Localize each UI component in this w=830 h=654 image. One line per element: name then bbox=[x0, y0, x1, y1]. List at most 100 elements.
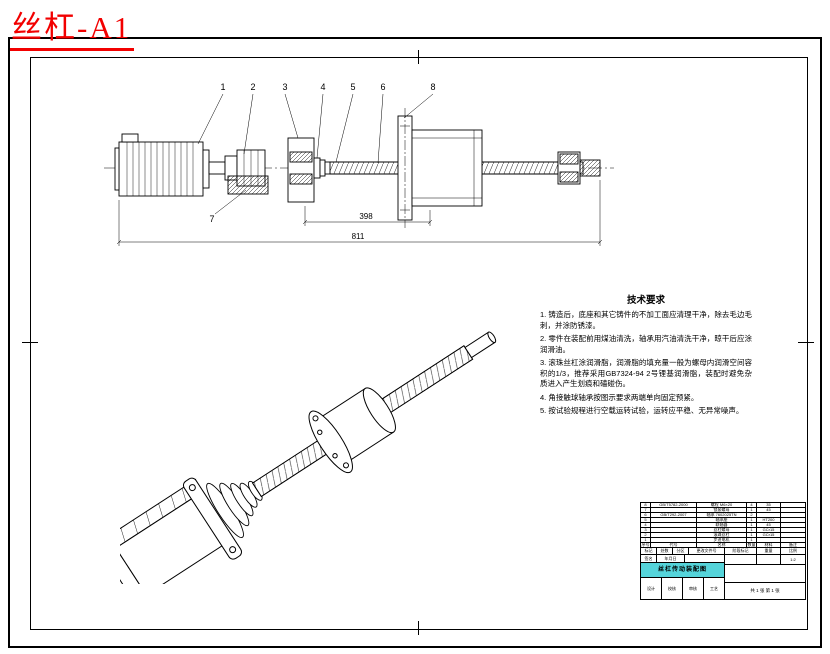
part-seq: 6 bbox=[641, 513, 651, 517]
isometric-assembly-view bbox=[120, 331, 497, 584]
revision-label: 处数 bbox=[657, 547, 673, 554]
callout-numbers: 1 2 3 4 5 6 8 7 bbox=[209, 82, 435, 224]
callout-number: 5 bbox=[350, 82, 355, 92]
part-material: GCr15 bbox=[757, 528, 781, 532]
part-material: 45 bbox=[757, 508, 781, 512]
part-material: 45 bbox=[757, 523, 781, 527]
part-name: 步进电机 bbox=[697, 538, 747, 542]
part-code bbox=[651, 523, 697, 527]
unit-row bbox=[725, 565, 805, 583]
centering-mark-top bbox=[418, 50, 419, 64]
callout-number: 7 bbox=[209, 214, 214, 224]
part-code: GB/T5782-2000 bbox=[651, 503, 697, 507]
scale-value-row: 1:2 bbox=[725, 555, 805, 565]
blank-cell bbox=[757, 555, 781, 564]
drawing-title-row: 丝杠传动装配图 bbox=[641, 563, 724, 578]
signature-row: 设计 校核 审核 工艺 bbox=[641, 578, 724, 599]
part-seq: 3 bbox=[641, 528, 651, 532]
part-remark bbox=[781, 533, 805, 537]
revision-label: 分区 bbox=[673, 547, 689, 554]
tech-requirement-item: 4. 角接触球轴承按图示要求两端单向固定预紧。 bbox=[540, 392, 699, 402]
revision-label: 标记 bbox=[641, 547, 657, 554]
callout-number: 6 bbox=[380, 82, 385, 92]
part-remark bbox=[781, 538, 805, 542]
technical-requirements: 技术要求 1. 铸造后，底座和其它铸件的不加工面应清理干净，除去毛边毛刺，并涂防… bbox=[540, 294, 752, 420]
part-remark bbox=[781, 528, 805, 532]
drawing-title: 丝杠传动装配图 bbox=[641, 563, 724, 577]
centering-mark-right bbox=[798, 342, 814, 343]
part-code bbox=[651, 528, 697, 532]
part-code bbox=[651, 533, 697, 537]
part-qty: 2 bbox=[747, 513, 757, 517]
revision-row: 标记 处数 分区 更改文件号 bbox=[641, 547, 724, 555]
parts-header: 数量 bbox=[747, 543, 757, 547]
end-support-2d bbox=[557, 151, 601, 185]
part-material bbox=[757, 513, 781, 517]
part-qty: 1 bbox=[747, 523, 757, 527]
part-qty: 4 bbox=[747, 503, 757, 507]
dimension-value: 811 bbox=[352, 232, 365, 241]
part-code bbox=[651, 518, 697, 522]
title-block-left: 标记 处数 分区 更改文件号 签名 年月日 丝杠传动装配图 设计 校核 审核 bbox=[641, 547, 725, 599]
date-label: 年月日 bbox=[657, 555, 685, 562]
tech-requirement-item: 1. 铸造后，底座和其它铸件的不加工面应清理干净，除去毛边毛刺，并涂防锈漆。 bbox=[540, 310, 752, 330]
part-code bbox=[651, 538, 697, 542]
weight-label: 重量 bbox=[757, 547, 781, 554]
shaft-tip-3d bbox=[464, 331, 497, 359]
callout-leaders bbox=[197, 93, 434, 215]
blank-cell bbox=[685, 555, 724, 562]
callout-number: 2 bbox=[250, 82, 255, 92]
parts-header: 材料 bbox=[757, 543, 781, 547]
main-assembly-view-2d: 398 811 1 2 3 4 5 6 8 7 bbox=[104, 82, 614, 246]
part-remark bbox=[781, 523, 805, 527]
unit-name-cell bbox=[725, 565, 805, 582]
callout-number: 3 bbox=[282, 82, 287, 92]
part-code bbox=[651, 508, 697, 512]
parts-header: 代号 bbox=[651, 543, 697, 547]
bearing-stack-3d bbox=[206, 480, 263, 539]
tech-requirement-item: 3. 滚珠丝杠涂润滑脂，润滑脂的填充量一般为螺母内润滑空间容积的1/3，推荐采用… bbox=[540, 358, 752, 389]
part-remark bbox=[781, 518, 805, 522]
signature-label: 设计 bbox=[641, 578, 662, 599]
bearing-housing-2d bbox=[287, 137, 326, 203]
blank-cell bbox=[725, 555, 757, 564]
callout-number: 8 bbox=[430, 82, 435, 92]
part-qty: 1 bbox=[747, 528, 757, 532]
part-seq: 7 bbox=[641, 508, 651, 512]
part-qty: 1 bbox=[747, 538, 757, 542]
part-material: HT200 bbox=[757, 518, 781, 522]
part-material bbox=[757, 538, 781, 542]
dimension-lines bbox=[116, 180, 603, 246]
part-material: 35 bbox=[757, 503, 781, 507]
signature-label: 审核 bbox=[683, 578, 704, 599]
part-name: 锁紧螺母 bbox=[697, 508, 747, 512]
page-title: 丝杠-A1 bbox=[10, 2, 135, 51]
scale-label: 比例 bbox=[789, 547, 797, 553]
parts-header: 名称 bbox=[697, 543, 747, 547]
part-qty: 1 bbox=[747, 518, 757, 522]
part-remark bbox=[781, 513, 805, 517]
stage-label: 阶段标记 bbox=[725, 547, 757, 554]
callout-number: 4 bbox=[320, 82, 325, 92]
part-code: GB/T292-2007 bbox=[651, 513, 697, 517]
signature-label: 工艺 bbox=[710, 585, 718, 591]
part-name: 丝杠螺母 bbox=[697, 528, 747, 532]
sign-date-row: 签名 年月日 bbox=[641, 555, 724, 563]
centering-mark-left bbox=[22, 342, 38, 343]
part-name: 联轴器 bbox=[697, 523, 747, 527]
dimension-values: 398 811 bbox=[352, 212, 374, 241]
part-name: 滚珠丝杠 bbox=[697, 533, 747, 537]
part-seq: 8 bbox=[641, 503, 651, 507]
technical-requirements-title: 技术要求 bbox=[626, 295, 665, 306]
part-seq: 1 bbox=[641, 538, 651, 542]
part-name: 轴承 7602025TN bbox=[697, 513, 747, 517]
motor-3d bbox=[120, 478, 225, 584]
